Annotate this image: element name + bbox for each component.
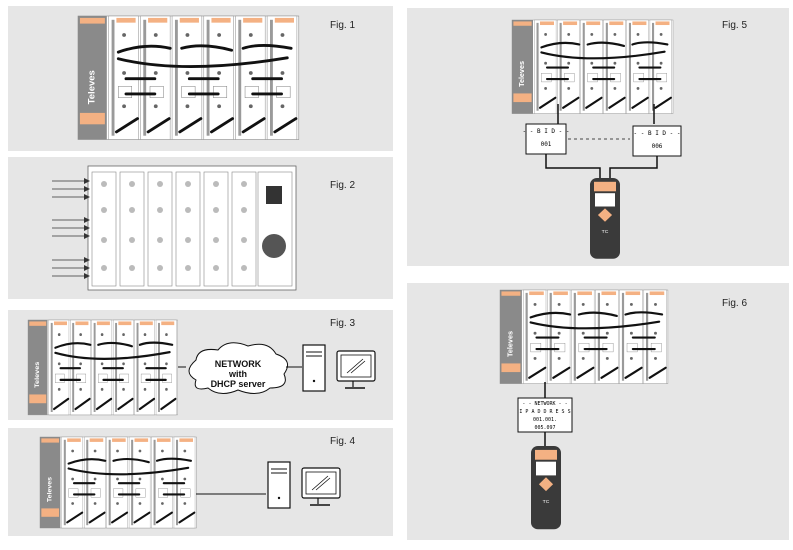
fig3-headend [26, 318, 179, 416]
fig5-label: Fig. 5 [722, 20, 748, 31]
fig2-headend [52, 165, 297, 291]
fig3-cloud-line2: with [228, 369, 247, 379]
fig4-headend [38, 435, 198, 530]
fig5-bid-box-2 [632, 125, 682, 157]
fig5-headend [510, 18, 675, 115]
fig6-ip-line4: 005.097 [534, 425, 555, 431]
fig5-bid-box-2-top: - - B I D - - [634, 130, 681, 137]
fig3-cloud-line3: DHCP server [211, 379, 266, 389]
fig1-headend [76, 14, 301, 141]
fig3-label: Fig. 3 [330, 318, 356, 329]
fig5-bid-box-1-top: - - B I D - - [523, 128, 570, 135]
fig6-ip-line1: - - NETWORK - - [522, 401, 567, 407]
fig6-meter [531, 446, 561, 530]
fig5-meter [590, 178, 620, 259]
fig4-label: Fig. 4 [330, 436, 356, 447]
fig3-network-cloud [188, 342, 289, 394]
fig6-label: Fig. 6 [722, 298, 748, 309]
fig6-ip-line3: 001.001. [533, 417, 557, 423]
fig5-bid-box-1-bottom: 001 [541, 141, 552, 148]
fig3-cloud-line1: NETWORK [215, 359, 262, 369]
fig6-ip-box [517, 397, 573, 433]
fig6-headend [498, 288, 669, 385]
fig4-computer [267, 461, 341, 509]
fig2-label: Fig. 2 [330, 180, 356, 191]
fig1-label: Fig. 1 [330, 20, 356, 31]
fig3-computer [302, 344, 376, 392]
fig5-bid-box-1 [525, 123, 567, 155]
fig6-ip-line2: I P A D D R E S S [519, 409, 570, 415]
fig5-bid-box-2-bottom: 006 [652, 143, 663, 150]
